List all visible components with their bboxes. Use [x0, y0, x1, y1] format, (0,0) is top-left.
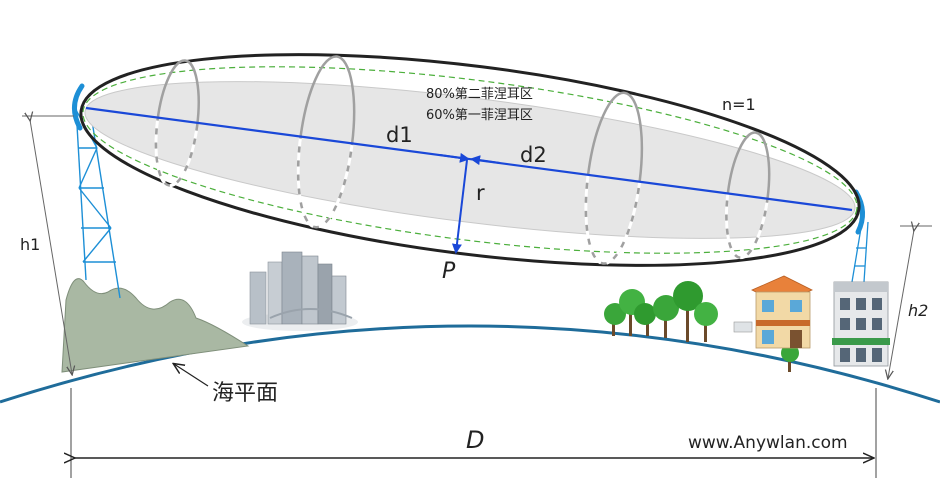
second-zone-label: 80%第二菲涅耳区	[426, 87, 533, 102]
shed	[733, 321, 753, 333]
d1-label: d1	[386, 123, 413, 147]
d1-arrow	[439, 152, 470, 163]
zone-number-label: n=1	[722, 95, 756, 114]
point-p-label: P	[442, 259, 456, 284]
h2-label: h2	[908, 301, 928, 320]
sea-level-pointer	[174, 364, 209, 387]
radius-arrow	[451, 159, 468, 254]
tree-group-icon	[604, 281, 799, 372]
left-antenna-icon	[72, 83, 85, 131]
h1-dimension	[30, 120, 72, 374]
sea-level-label: 海平面	[212, 381, 278, 406]
distance-label: D	[466, 426, 484, 454]
first-zone-label: 60%第一菲涅耳区	[426, 108, 533, 123]
d2-arrow	[470, 155, 501, 166]
r-label: r	[476, 181, 485, 205]
apartment-building-icon	[832, 281, 890, 367]
watermark: www.Anywlan.com	[688, 433, 848, 453]
mountain	[61, 278, 250, 373]
h2-dimension	[888, 230, 914, 378]
earth-curve	[0, 324, 940, 404]
city-skyline-icon	[242, 251, 358, 331]
h1-label: h1	[20, 235, 40, 254]
house-icon	[751, 275, 813, 349]
d2-label: d2	[520, 143, 547, 167]
second-fresnel-zone	[82, 66, 858, 254]
